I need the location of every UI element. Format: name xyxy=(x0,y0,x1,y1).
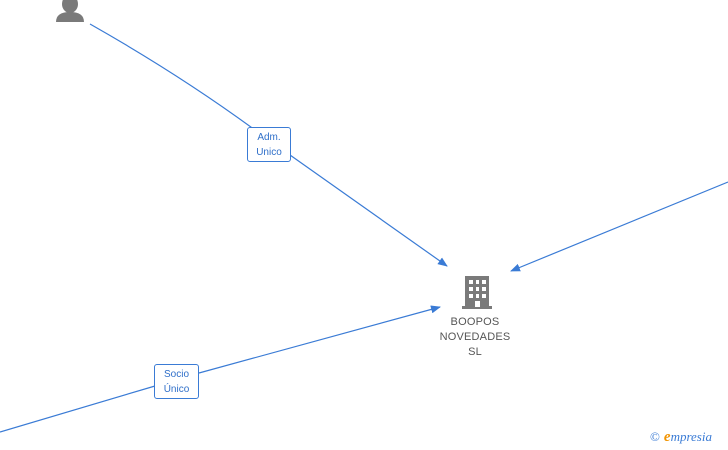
edge-label-line: Adm. xyxy=(257,132,281,143)
edge-label-socio-unico[interactable]: Socio Único xyxy=(154,364,199,399)
edge-label-line: Único xyxy=(163,384,190,395)
person-icon[interactable] xyxy=(56,0,84,22)
company-name[interactable]: BOOPOS NOVEDADES SL xyxy=(425,315,525,360)
company-name-line: NOVEDADES xyxy=(439,331,511,343)
edge-label-adm-unico[interactable]: Adm. Unico xyxy=(247,127,291,162)
brand-initial: e xyxy=(663,429,671,445)
edge-adm-unico xyxy=(89,23,447,266)
empresia-watermark: ©empresia xyxy=(650,429,712,446)
edge-label-line: Unico xyxy=(256,147,282,158)
company-name-line: BOOPOS xyxy=(450,316,500,328)
edge-socio-unico xyxy=(0,307,440,433)
company-name-line: SL xyxy=(468,346,482,358)
edge-label-line: Socio xyxy=(163,369,189,380)
edge-right-to-company xyxy=(510,181,728,272)
copyright-icon: © xyxy=(650,429,660,444)
building-icon[interactable] xyxy=(462,276,492,309)
brand-name: mpresia xyxy=(670,429,712,444)
